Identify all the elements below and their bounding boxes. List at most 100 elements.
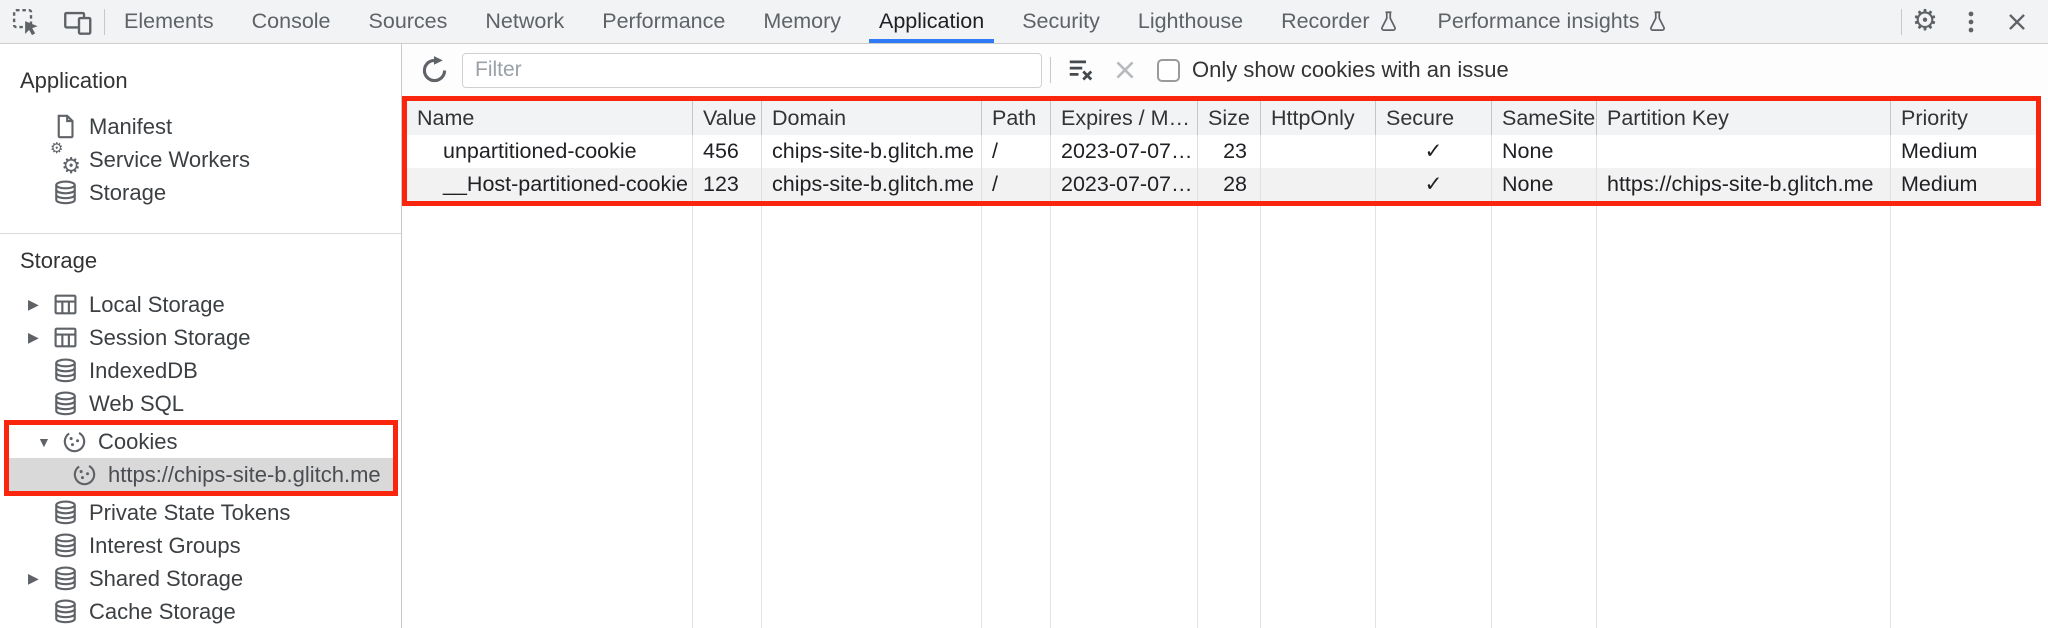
column-header-value[interactable]: Value — [693, 101, 762, 135]
tab-sources[interactable]: Sources — [350, 0, 467, 43]
clear-list-icon — [1069, 60, 1093, 81]
sidebar-item-label: Session Storage — [89, 324, 251, 350]
only-issues-checkbox[interactable] — [1157, 58, 1180, 82]
cell-size: 28 — [1198, 168, 1261, 201]
empty-grid-column — [1376, 206, 1492, 628]
close-icon — [2009, 13, 2025, 30]
close-devtools-button[interactable] — [1994, 9, 2040, 35]
database-icon — [52, 532, 79, 559]
delete-selected-button[interactable] — [1103, 56, 1147, 84]
sidebar-item-label: IndexedDB — [89, 357, 198, 383]
column-header-path[interactable]: Path — [982, 101, 1051, 135]
toolbar-divider — [1050, 57, 1051, 83]
empty-grid-column — [1492, 206, 1597, 628]
sidebar-item-label: Service Workers — [89, 146, 250, 172]
sidebar-item-https-chips-site-b-glitch-me[interactable]: https://chips-site-b.glitch.me — [9, 458, 393, 491]
refresh-icon — [422, 55, 446, 82]
chevron-right-icon[interactable]: ▶ — [28, 296, 39, 312]
cell-priority: Medium — [1901, 172, 1978, 196]
sidebar-section-title: Application — [20, 68, 128, 93]
empty-grid-column — [407, 206, 693, 628]
column-header-partition-key[interactable]: Partition Key — [1597, 101, 1891, 135]
toolbar-divider — [104, 8, 105, 35]
more-options-button[interactable] — [1948, 9, 1994, 35]
settings-button[interactable]: ⚙ — [1902, 7, 1948, 36]
sidebar-item-shared-storage[interactable]: ▶ Shared Storage — [0, 562, 401, 595]
table-icon — [52, 291, 79, 318]
service-workers-icon: ⚙⚙ — [50, 140, 81, 178]
cookies-panel: Only show cookies with an issue NameValu… — [402, 44, 2048, 628]
tab-lighthouse[interactable]: Lighthouse — [1119, 0, 1262, 43]
sidebar-item-label: Cookies — [98, 428, 178, 454]
sidebar-item-storage[interactable]: Storage — [0, 176, 401, 209]
tab-label: Elements — [124, 9, 214, 33]
sidebar-item-cache-storage[interactable]: Cache Storage — [0, 595, 401, 628]
empty-grid-column — [1198, 206, 1261, 628]
tab-label: Performance insights — [1437, 9, 1640, 33]
chevron-down-icon[interactable]: ▼ — [37, 433, 51, 450]
tab-label: Console — [251, 9, 331, 33]
table-icon — [52, 324, 79, 351]
tab-performance[interactable]: Performance — [583, 0, 744, 43]
sidebar-item-label: Manifest — [89, 113, 173, 139]
tab-network[interactable]: Network — [466, 0, 583, 43]
inspect-element-button[interactable] — [0, 0, 52, 43]
cell-value: 123 — [693, 168, 762, 201]
sidebar-item-label: Shared Storage — [89, 565, 244, 591]
sidebar-item-label: Storage — [89, 179, 167, 205]
tab-recorder[interactable]: Recorder — [1262, 0, 1418, 43]
filter-input[interactable] — [462, 52, 1042, 88]
close-icon — [1116, 61, 1134, 79]
tab-label: Performance — [602, 9, 726, 33]
database-icon — [52, 565, 79, 592]
sidebar-item-interest-groups[interactable]: Interest Groups — [0, 529, 401, 562]
tab-label: Application — [879, 9, 985, 33]
tab-application[interactable]: Application — [860, 0, 1003, 43]
device-toolbar-button[interactable] — [52, 0, 104, 43]
sidebar-item-local-storage[interactable]: ▶Local Storage — [0, 288, 401, 321]
sidebar-item-private-state-tokens[interactable]: Private State Tokens — [0, 496, 401, 529]
tab-memory[interactable]: Memory — [744, 0, 860, 43]
empty-grid-column — [1597, 206, 1891, 628]
cell-partition-key: https://chips-site-b.glitch.me — [1597, 168, 1891, 201]
sidebar-divider — [0, 233, 401, 234]
column-header-name[interactable]: Name — [407, 101, 693, 135]
column-header-size[interactable]: Size — [1198, 101, 1261, 135]
sidebar-item-session-storage[interactable]: ▶ Session Storage — [0, 321, 401, 354]
clear-all-cookies-button[interactable] — [1059, 55, 1103, 85]
tab-console[interactable]: Console — [233, 0, 350, 43]
tab-security[interactable]: Security — [1003, 0, 1119, 43]
cell-expires-m: 2023-07-07… — [1051, 135, 1198, 168]
chevron-right-icon[interactable]: ▶ — [28, 329, 39, 345]
sidebar-item-service-workers[interactable]: ⚙⚙ Service Workers — [0, 140, 401, 178]
flask-icon — [1646, 10, 1669, 33]
column-header-expires-m[interactable]: Expires / M… — [1051, 101, 1198, 135]
refresh-button[interactable] — [412, 55, 456, 86]
cell-path: / — [982, 168, 1051, 201]
chevron-right-icon[interactable]: ▶ — [28, 570, 39, 586]
cell-path: / — [982, 135, 1051, 168]
tab-performance-insights[interactable]: Performance insights — [1419, 0, 1689, 43]
column-header-httponly[interactable]: HttpOnly — [1261, 101, 1376, 135]
sidebar-item-web-sql[interactable]: Web SQL — [0, 387, 401, 420]
cell-samesite: None — [1492, 168, 1597, 201]
sidebar-item-cookies[interactable]: ▼ Cookies — [9, 425, 393, 458]
column-header-priority[interactable]: Priority — [1901, 105, 1968, 130]
sidebar-item-label: Interest Groups — [89, 532, 241, 558]
column-header-samesite[interactable]: SameSite — [1492, 101, 1597, 135]
empty-grid-column — [1051, 206, 1198, 628]
database-icon — [52, 499, 79, 526]
tab-elements[interactable]: Elements — [105, 0, 233, 43]
sidebar-item-indexeddb[interactable]: IndexedDB — [0, 354, 401, 387]
inspect-cursor-icon — [12, 8, 38, 35]
column-header-domain[interactable]: Domain — [762, 101, 982, 135]
sidebar-item-manifest[interactable]: Manifest — [0, 110, 401, 143]
column-header-secure[interactable]: Secure — [1376, 101, 1492, 135]
toolbar-divider — [1901, 8, 1902, 35]
